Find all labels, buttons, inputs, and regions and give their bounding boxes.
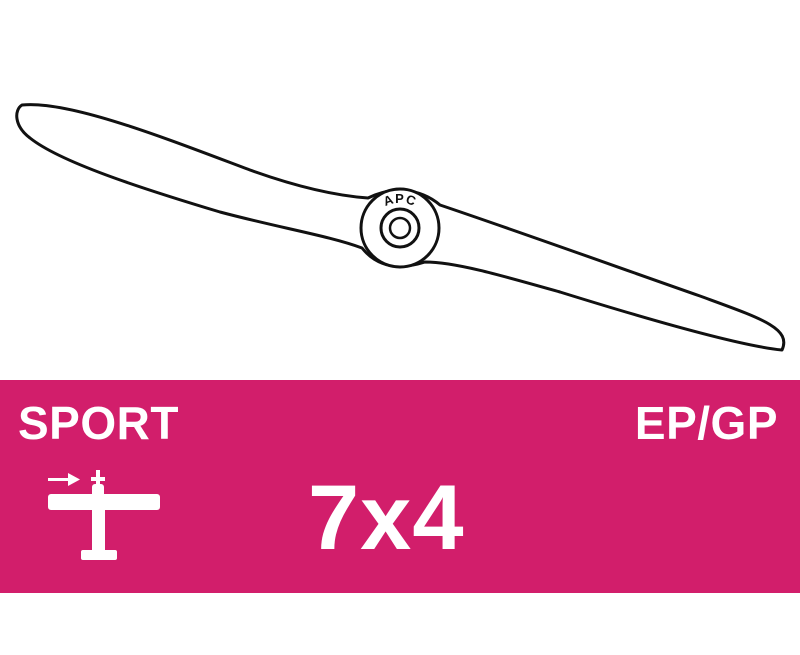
motor-type-label: EP/GP	[634, 397, 778, 449]
arrow-right-icon	[48, 473, 80, 486]
category-label: SPORT	[18, 397, 179, 449]
product-info-band: SPORT EP/GP 7x4	[0, 380, 800, 593]
hub-ring-inner	[388, 216, 412, 240]
brand-label: APC	[381, 191, 418, 209]
propeller-outline-icon: APC	[15, 103, 786, 352]
propeller-size: 7x4	[308, 467, 465, 569]
propeller-illustration: APC	[15, 103, 786, 352]
airplane-icon	[48, 470, 160, 560]
